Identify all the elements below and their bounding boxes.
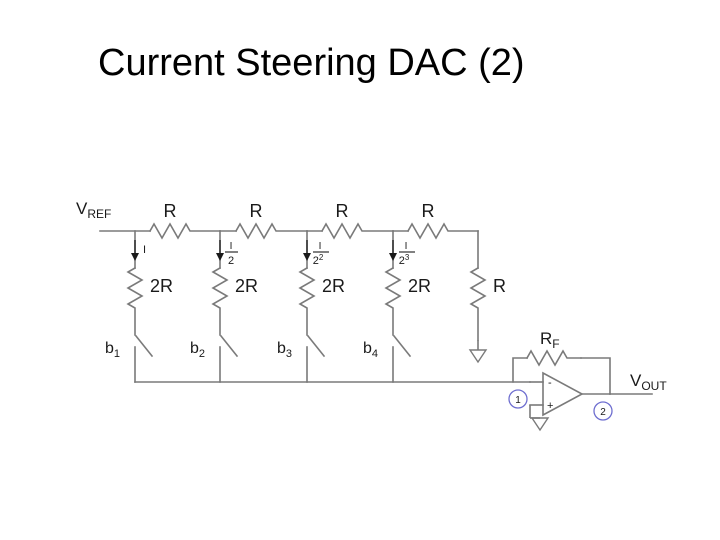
shunt-resistor-2-zigzag [211,266,229,336]
current-arrow-2 [216,240,224,261]
bit-switch-3-label: b3 [277,340,292,360]
opamp-noninverting-ground-symbol [529,405,550,432]
vref-label-main: V [76,199,88,218]
series-resistor-4-label: R [422,201,435,221]
termination-branch-group [469,230,487,341]
node-marker-1-label: 1 [515,395,521,406]
current-arrow-4 [389,240,397,261]
shunt-resistor-1-label: 2R [150,276,173,296]
opamp-noninverting-sign: + [547,400,553,412]
bit-switch-1-label-main: b [105,340,114,357]
feedback-network-group [512,349,611,395]
bit-switch-2-label: b2 [190,340,205,360]
branch-4-current-exponent: 3 [405,253,410,262]
bit-switch-2-label-main: b [190,340,199,357]
node-marker-2-label: 2 [600,407,606,418]
svg-text:I: I [230,241,233,252]
opamp-group [529,371,611,417]
series-resistor-2-label: R [250,201,263,221]
series-resistor-3-zigzag [320,222,394,240]
shunt-resistor-3-label: 2R [322,276,345,296]
termination-resistor-zigzag [469,266,487,341]
bit-switch-4-label: b4 [363,340,378,360]
feedback-resistor-label-subscript: F [552,337,559,351]
bit-switch-3-label-subscript: 3 [286,348,292,360]
branch-2-current-label: I 2 [225,241,238,267]
svg-text:23: 23 [399,253,410,267]
termination-resistor-label: R [493,276,506,296]
branch-1-current-numerator: I [143,244,146,256]
node-marker-2: 2 [593,401,613,421]
series-resistor-1-label: R [164,201,177,221]
bit-switch-3-label-main: b [277,340,286,357]
shunt-resistor-2-label: 2R [235,276,258,296]
branch-1-current-label: I [143,244,146,256]
feedback-wire-right [580,357,611,395]
branch-4-current-label: I 23 [399,241,415,267]
series-resistor-3-label: R [336,201,349,221]
bit-switch-2-label-subscript: 2 [199,348,205,360]
top-rail-group [99,222,479,240]
feedback-wire-left [512,357,528,383]
shunt-resistor-4-label: 2R [408,276,431,296]
branch-2-current-numerator: I [230,241,233,252]
node-marker-1: 1 [508,389,528,409]
bit-switch-4-label-subscript: 4 [372,348,378,360]
vout-label: VOUT [630,371,667,393]
svg-text:2: 2 [228,255,234,267]
vout-label-main: V [630,371,642,390]
bit-switch-1-label-subscript: 1 [114,348,120,360]
bit-switch-2-blade [219,334,239,358]
branch-3-current-numerator: I [319,241,322,252]
branch-3-current-label: I 22 [313,241,329,267]
svg-text:I: I [405,241,408,252]
feedback-resistor-label: RF [540,329,560,351]
branch-4-current-denominator: 2 [399,255,405,267]
vref-label-subscript: REF [87,207,111,221]
bit-switch-3-blade [306,334,326,358]
shunt-resistor-4-zigzag [384,266,402,336]
current-arrow-3 [303,240,311,261]
series-resistor-4-zigzag [406,222,479,240]
series-resistor-2-zigzag [234,222,308,240]
bit-switch-1-label: b1 [105,340,120,360]
branch-2-current-denominator: 2 [228,255,234,267]
svg-text:22: 22 [313,253,324,267]
bit-switch-1-blade [134,334,154,358]
termination-ground-symbol [468,340,488,364]
feedback-resistor-label-main: R [540,329,552,348]
vref-label: VREF [76,199,111,221]
current-arrow-1 [131,240,139,261]
branch-3-current-exponent: 2 [319,253,324,262]
bit-switch-4-blade [392,334,412,358]
branch-3-current-denominator: 2 [313,255,319,267]
branch-4-current-numerator: I [405,241,408,252]
branch-2-group [211,230,239,383]
page-title: Current Steering DAC (2) [98,42,525,84]
opamp-inverting-sign: - [548,377,552,389]
bit-switch-4-label-main: b [363,340,372,357]
shunt-resistor-3-zigzag [298,266,316,336]
opamp-triangle [542,371,584,417]
series-resistor-1-zigzag [148,222,221,240]
vout-label-subscript: OUT [641,379,667,393]
svg-text:I: I [319,241,322,252]
branch-1-group [126,230,154,383]
feedback-resistor-zigzag [525,349,582,367]
shunt-resistor-1-zigzag [126,266,144,336]
